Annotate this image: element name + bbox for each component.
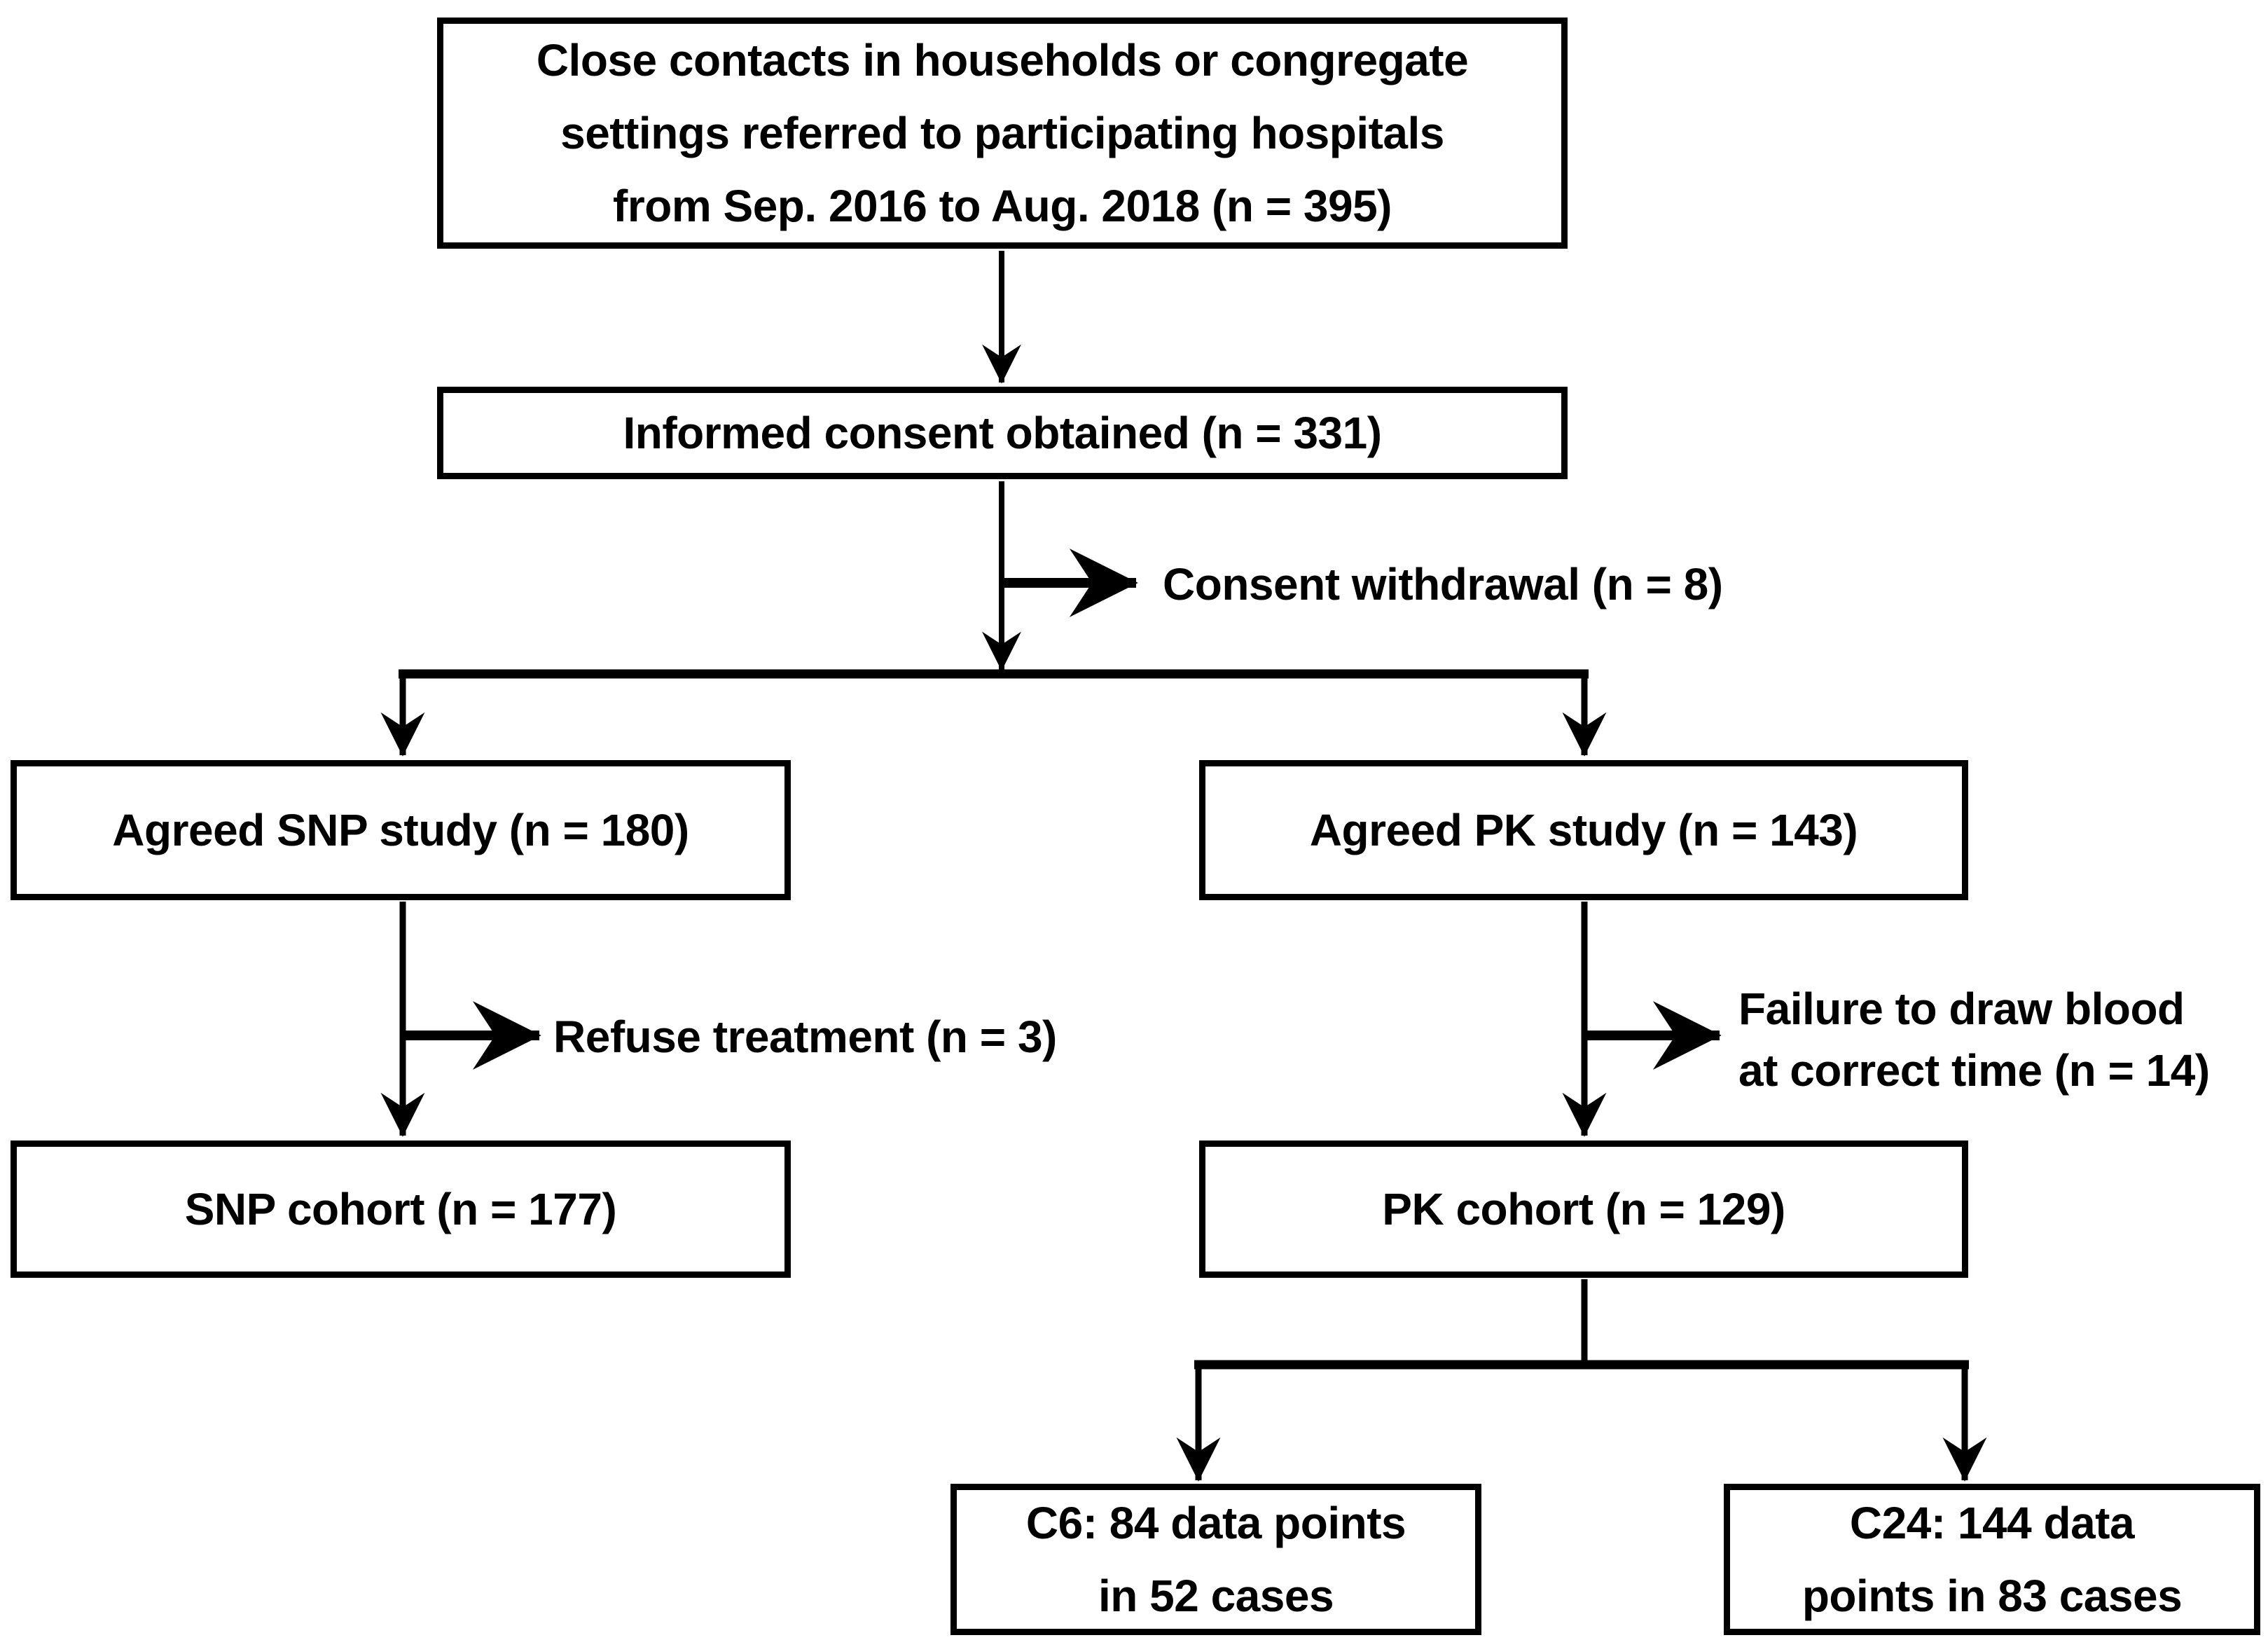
label-consent-withdrawal: Consent withdrawal (n = 8) xyxy=(1163,553,1723,615)
node-pk-cohort: PK cohort (n = 129) xyxy=(1199,1141,1968,1278)
label-failure-blood-line-1: Failure to draw blood xyxy=(1738,984,2185,1034)
node-c24-line-1: C24: 144 data xyxy=(1849,1498,2135,1548)
node-c24: C24: 144 data points in 83 cases xyxy=(1724,1484,2260,1635)
node-agreed-pk-study: Agreed PK study (n = 143) xyxy=(1199,760,1968,900)
node-pk-cohort-label: PK cohort (n = 129) xyxy=(1382,1184,1785,1234)
node-agreed-snp-label: Agreed SNP study (n = 180) xyxy=(112,805,689,855)
node-referred-line-2: settings referred to participating hospi… xyxy=(560,108,1444,158)
node-referred-contacts: Close contacts in households or congrega… xyxy=(437,18,1568,249)
node-informed-consent: Informed consent obtained (n = 331) xyxy=(437,387,1568,479)
node-agreed-pk-label: Agreed PK study (n = 143) xyxy=(1309,805,1858,855)
node-snp-cohort: SNP cohort (n = 177) xyxy=(11,1141,791,1278)
label-consent-withdrawal-text: Consent withdrawal (n = 8) xyxy=(1163,559,1723,609)
node-referred-line-3: from Sep. 2016 to Aug. 2018 (n = 395) xyxy=(613,181,1392,231)
node-snp-cohort-label: SNP cohort (n = 177) xyxy=(184,1184,617,1234)
node-c6-line-2: in 52 cases xyxy=(1098,1571,1334,1621)
node-c24-line-2: points in 83 cases xyxy=(1802,1571,2183,1621)
label-failure-blood: Failure to draw blood at correct time (n… xyxy=(1738,978,2210,1101)
node-c6-line-1: C6: 84 data points xyxy=(1025,1498,1406,1548)
label-failure-blood-line-2: at correct time (n = 14) xyxy=(1738,1045,2210,1096)
node-c6: C6: 84 data points in 52 cases xyxy=(950,1484,1481,1635)
label-refuse-treatment-text: Refuse treatment (n = 3) xyxy=(553,1012,1057,1062)
node-informed-consent-label: Informed consent obtained (n = 331) xyxy=(623,408,1382,458)
node-referred-line-1: Close contacts in households or congrega… xyxy=(536,35,1469,85)
label-refuse-treatment: Refuse treatment (n = 3) xyxy=(553,1006,1057,1068)
node-agreed-snp-study: Agreed SNP study (n = 180) xyxy=(11,760,791,900)
